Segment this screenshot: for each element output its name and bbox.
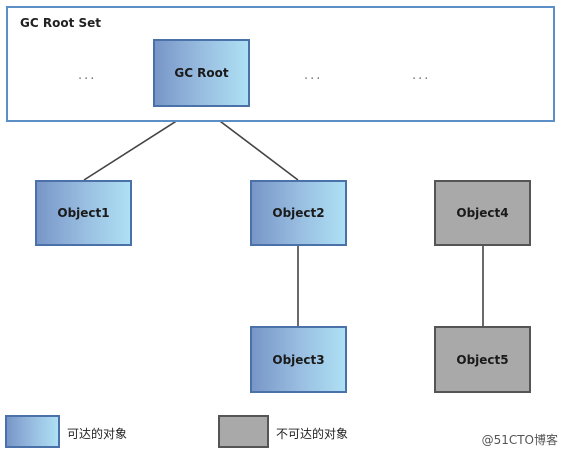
node-object2-label: Object2	[272, 206, 325, 220]
legend-unreachable-label: 不可达的对象	[276, 427, 349, 441]
ellipsis-1: ...	[78, 68, 97, 83]
node-object4-label: Object4	[456, 206, 509, 220]
watermark: @51CTO博客	[481, 433, 558, 447]
ellipsis-2: ...	[304, 68, 323, 83]
gc-root-set: GC Root Set ... ... ...	[6, 6, 555, 122]
node-object2: Object2	[250, 180, 347, 246]
node-object3: Object3	[250, 326, 347, 393]
legend-reachable-swatch	[5, 415, 60, 448]
node-object4: Object4	[434, 180, 531, 246]
node-object3-label: Object3	[272, 352, 325, 367]
node-object5-label: Object5	[456, 352, 509, 367]
node-gc-root: GC Root	[153, 39, 250, 107]
gc-root-set-label: GC Root Set	[20, 16, 101, 30]
node-object1: Object1	[35, 180, 132, 246]
node-object1-label: Object1	[57, 206, 110, 220]
legend-reachable-label: 可达的对象	[67, 427, 128, 441]
node-gc-root-label: GC Root	[174, 66, 229, 80]
legend-unreachable-swatch	[218, 415, 269, 448]
ellipsis-3: ...	[412, 68, 431, 83]
node-object5: Object5	[434, 326, 531, 393]
